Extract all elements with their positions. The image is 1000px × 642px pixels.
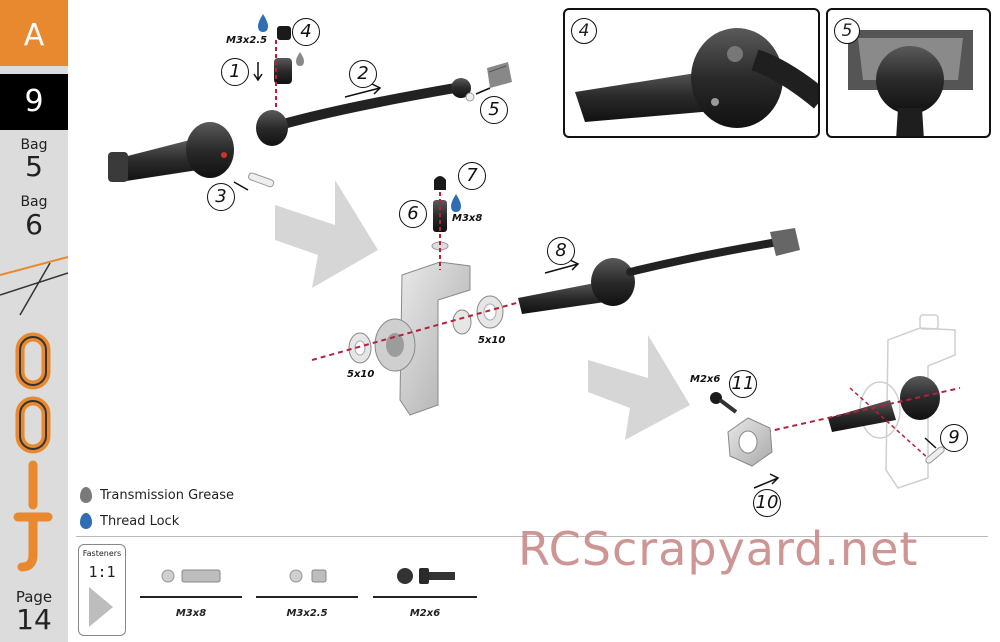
step-4: 4 bbox=[292, 18, 320, 46]
cvd-shaft-part bbox=[518, 228, 800, 314]
step-11: 11 bbox=[729, 370, 757, 398]
bag-label: Bag bbox=[20, 137, 48, 153]
vertical-logo-icon bbox=[0, 256, 68, 572]
play-arrow-icon bbox=[89, 587, 113, 627]
page-label: Page bbox=[15, 588, 53, 606]
drive-cup-part bbox=[108, 122, 234, 182]
step-3: 3 bbox=[207, 183, 235, 211]
divider bbox=[140, 596, 242, 598]
step-tab: 9 bbox=[0, 74, 68, 130]
fastener-scale: 1:1 bbox=[88, 563, 116, 581]
step-8: 8 bbox=[547, 237, 575, 265]
fastener-item-m3x2-5: M3x2.5 bbox=[256, 560, 358, 630]
hex-adapter-part bbox=[727, 417, 773, 467]
detail-callout-4: 4 bbox=[563, 8, 820, 138]
step-10: 10 bbox=[753, 489, 781, 517]
grease-drop-icon bbox=[80, 487, 92, 503]
legend-label: Thread Lock bbox=[100, 513, 180, 529]
fastener-label: M3x8 bbox=[175, 608, 207, 619]
cup-detail-illustration bbox=[575, 28, 818, 128]
fastener-item-m3x8: M3x8 bbox=[140, 560, 242, 630]
part-label-bearing: 5x10 bbox=[478, 335, 506, 346]
detail-callout-5: 5 bbox=[826, 8, 991, 138]
bearing-part bbox=[348, 332, 372, 364]
section-tab: A bbox=[0, 0, 68, 66]
bag-number: 5 bbox=[25, 150, 43, 183]
fastener-label: M2x6 bbox=[409, 608, 441, 619]
bag-number: 6 bbox=[25, 208, 43, 241]
hub-carrier-part bbox=[374, 261, 471, 416]
dogbone-part bbox=[256, 78, 475, 146]
sidebar: A 9 Bag 5 Bag 6 Page 14 bbox=[0, 0, 68, 642]
threadlock-drop-icon bbox=[80, 513, 92, 529]
divider bbox=[256, 596, 358, 598]
cap-screw-icon bbox=[397, 568, 455, 584]
callout-number: 5 bbox=[834, 18, 860, 44]
bearing-part bbox=[452, 295, 504, 335]
step-6: 6 bbox=[399, 200, 427, 228]
fastener-label: M3x2.5 bbox=[286, 608, 328, 619]
assembly-diagram bbox=[108, 14, 961, 489]
callout-number: 4 bbox=[571, 18, 597, 44]
page-number: 14 bbox=[16, 603, 52, 636]
ball-detail-illustration bbox=[848, 30, 973, 136]
step-5: 5 bbox=[480, 96, 508, 124]
divider bbox=[76, 536, 988, 537]
divider bbox=[373, 596, 477, 598]
step-1: 1 bbox=[221, 58, 249, 86]
part-label-m2x6: M2x6 bbox=[690, 374, 721, 385]
fastener-item-m2x6: M2x6 bbox=[373, 560, 477, 630]
part-label-m3x8: M3x8 bbox=[452, 213, 483, 224]
big-arrow-icon bbox=[588, 335, 690, 440]
fastener-title: Fasteners bbox=[82, 549, 122, 558]
set-screw-long-icon bbox=[161, 569, 221, 583]
legend-threadlock: Thread Lock bbox=[80, 513, 179, 529]
step-2: 2 bbox=[349, 60, 377, 88]
big-arrow-icon bbox=[275, 180, 378, 288]
part-label-bearing: 5x10 bbox=[347, 369, 375, 380]
watermark: RCScrapyard.net bbox=[518, 522, 919, 576]
step-7: 7 bbox=[458, 162, 486, 190]
step-9: 9 bbox=[940, 424, 968, 452]
legend-grease: Transmission Grease bbox=[80, 487, 234, 503]
part-label-m3x2-5: M3x2.5 bbox=[226, 35, 268, 46]
bag-label: Bag bbox=[20, 194, 48, 210]
set-screw-short-icon bbox=[289, 569, 327, 583]
fastener-scale-box: Fasteners 1:1 bbox=[78, 544, 126, 636]
cvd-installed-part bbox=[828, 376, 940, 432]
legend-label: Transmission Grease bbox=[100, 487, 234, 503]
